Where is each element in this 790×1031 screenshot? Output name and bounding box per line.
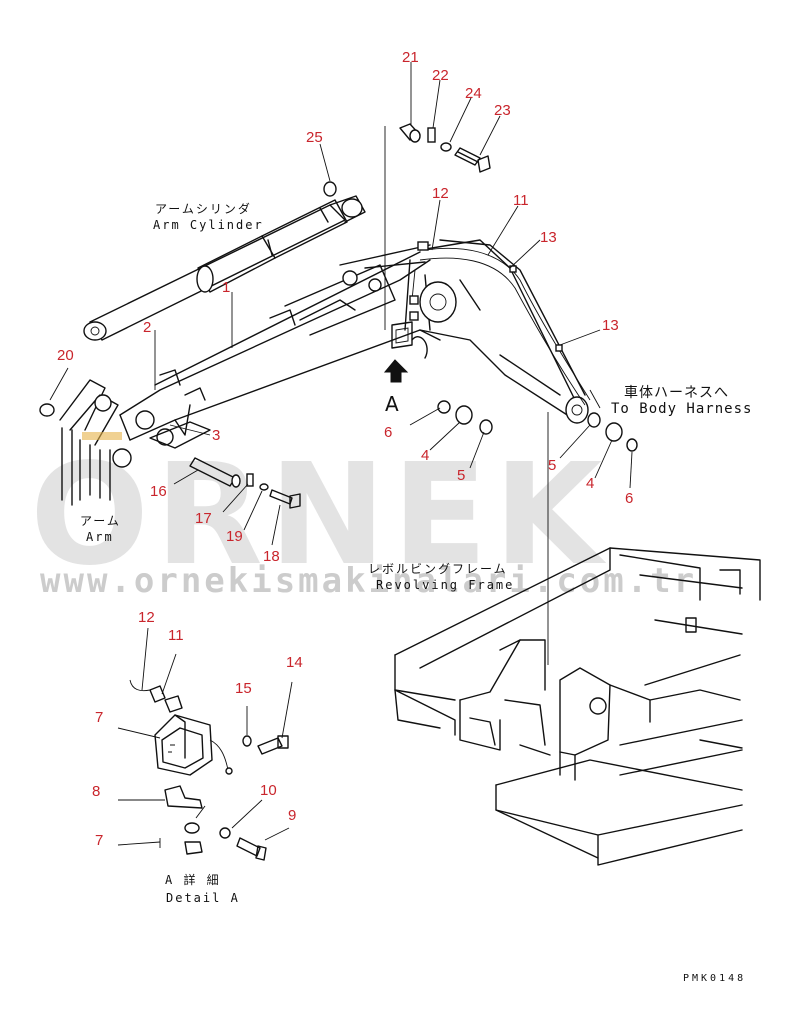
lamp-on-boom: A bbox=[383, 321, 413, 416]
callout-5: 5 bbox=[548, 457, 556, 474]
revolving-frame-label-jp: レボルビングフレーム bbox=[368, 562, 508, 576]
view-a-label: A bbox=[385, 392, 399, 416]
callout-5: 5 bbox=[457, 467, 465, 484]
detail-a-label-jp: A 詳 細 bbox=[165, 872, 221, 887]
callout-15: 15 bbox=[235, 680, 252, 697]
callout-8: 8 bbox=[92, 783, 100, 800]
arm-cylinder-drawing bbox=[83, 195, 366, 341]
revolving-frame-label-en: Revolving Frame bbox=[376, 578, 514, 592]
detail-a-drawing bbox=[129, 679, 289, 861]
callout-4: 4 bbox=[421, 447, 429, 464]
watermark-url: www.ornekismakinalari.com.tr bbox=[40, 561, 697, 601]
detail-a-label-en: Detail A bbox=[166, 891, 240, 905]
callout-9: 9 bbox=[288, 807, 296, 824]
leader-lines bbox=[49, 62, 633, 848]
callout-16: 16 bbox=[150, 483, 167, 500]
callout-17: 17 bbox=[195, 510, 212, 527]
to-body-harness-label-jp: 車体ハーネスへ bbox=[624, 384, 729, 401]
arm-end-drawing bbox=[59, 379, 132, 506]
arm-cylinder-label-en: Arm Cylinder bbox=[153, 218, 264, 232]
callout-2: 2 bbox=[143, 319, 151, 336]
drawing-code: PMK0148 bbox=[683, 973, 746, 984]
callout-22: 22 bbox=[432, 67, 449, 84]
boom-drawing bbox=[404, 239, 589, 424]
callout-13: 13 bbox=[602, 317, 619, 334]
callout-24: 24 bbox=[465, 85, 482, 102]
arm-label-en: Arm bbox=[86, 530, 114, 544]
callout-12: 12 bbox=[432, 185, 449, 202]
callout-3: 3 bbox=[212, 427, 220, 444]
callout-11: 11 bbox=[513, 192, 529, 209]
harness-drawing bbox=[409, 241, 591, 406]
callout-21: 21 bbox=[402, 49, 419, 66]
pins-bushings bbox=[39, 123, 638, 509]
callout-14: 14 bbox=[286, 654, 303, 671]
callout-numbers: 21 22 24 23 25 12 11 13 13 1 2 20 3 6 4 … bbox=[57, 49, 633, 849]
callout-18: 18 bbox=[263, 548, 280, 565]
to-body-harness-label-en: To Body Harness bbox=[611, 401, 752, 417]
callout-25: 25 bbox=[306, 129, 323, 146]
callout-13: 13 bbox=[540, 229, 557, 246]
callout-1: 1 bbox=[222, 279, 230, 296]
revolving-frame-drawing bbox=[394, 547, 761, 866]
callout-19: 19 bbox=[226, 528, 243, 545]
callout-6: 6 bbox=[384, 424, 392, 441]
callout-6: 6 bbox=[625, 490, 633, 507]
arm-label-jp: アーム bbox=[80, 514, 121, 528]
callout-4: 4 bbox=[586, 475, 594, 492]
callout-20: 20 bbox=[57, 347, 74, 364]
callout-23: 23 bbox=[494, 102, 511, 119]
arm-cylinder-label-jp: アームシリンダ bbox=[155, 201, 252, 216]
callout-7: 7 bbox=[95, 709, 103, 726]
watermark: ORNEK www.ornekismakinalari.com.tr bbox=[30, 434, 697, 601]
caption-labels: アームシリンダ Arm Cylinder アーム Arm 車体ハーネスへ To … bbox=[80, 201, 752, 984]
callout-7: 7 bbox=[95, 832, 103, 849]
callout-12: 12 bbox=[138, 609, 155, 626]
callout-11: 11 bbox=[168, 627, 184, 644]
callout-10: 10 bbox=[260, 782, 277, 799]
